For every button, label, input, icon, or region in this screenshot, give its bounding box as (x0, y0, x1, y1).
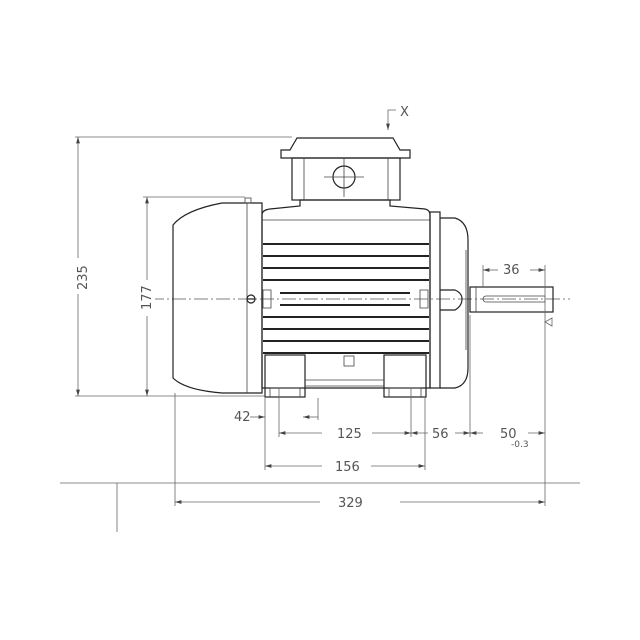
dimension-329: 329 (175, 496, 545, 511)
dimension-177: 177 (139, 197, 155, 396)
dimension-235-label: 235 (76, 265, 91, 290)
dimension-42-label: 42 (234, 410, 251, 425)
section-marker: X (388, 105, 409, 130)
ground-line (60, 483, 580, 532)
motor-body (262, 200, 430, 388)
dimension-50: 50 -0.3 (470, 427, 545, 450)
dimension-50-tolerance: -0.3 (511, 440, 529, 450)
extension-lines (75, 137, 552, 506)
dimension-42: 42 (234, 410, 318, 425)
dimension-235: 235 (70, 137, 91, 396)
front-flange (430, 212, 468, 388)
motor-feet (265, 355, 426, 397)
dimension-56: 56 (411, 427, 470, 442)
dimension-36-label: 36 (503, 263, 520, 278)
dimension-329-label: 329 (338, 496, 363, 511)
dimension-177-label: 177 (140, 285, 155, 310)
dimension-125-label: 125 (337, 427, 362, 442)
motor-shaft (470, 287, 553, 312)
terminal-box (281, 138, 410, 200)
dimension-36: 36 (483, 263, 545, 278)
dimension-156: 156 (265, 460, 425, 475)
section-marker-label: X (400, 105, 409, 120)
dimension-125: 125 (279, 427, 411, 442)
dimension-56-label: 56 (432, 427, 449, 442)
dimension-156-label: 156 (335, 460, 360, 475)
fan-cover (173, 198, 262, 393)
